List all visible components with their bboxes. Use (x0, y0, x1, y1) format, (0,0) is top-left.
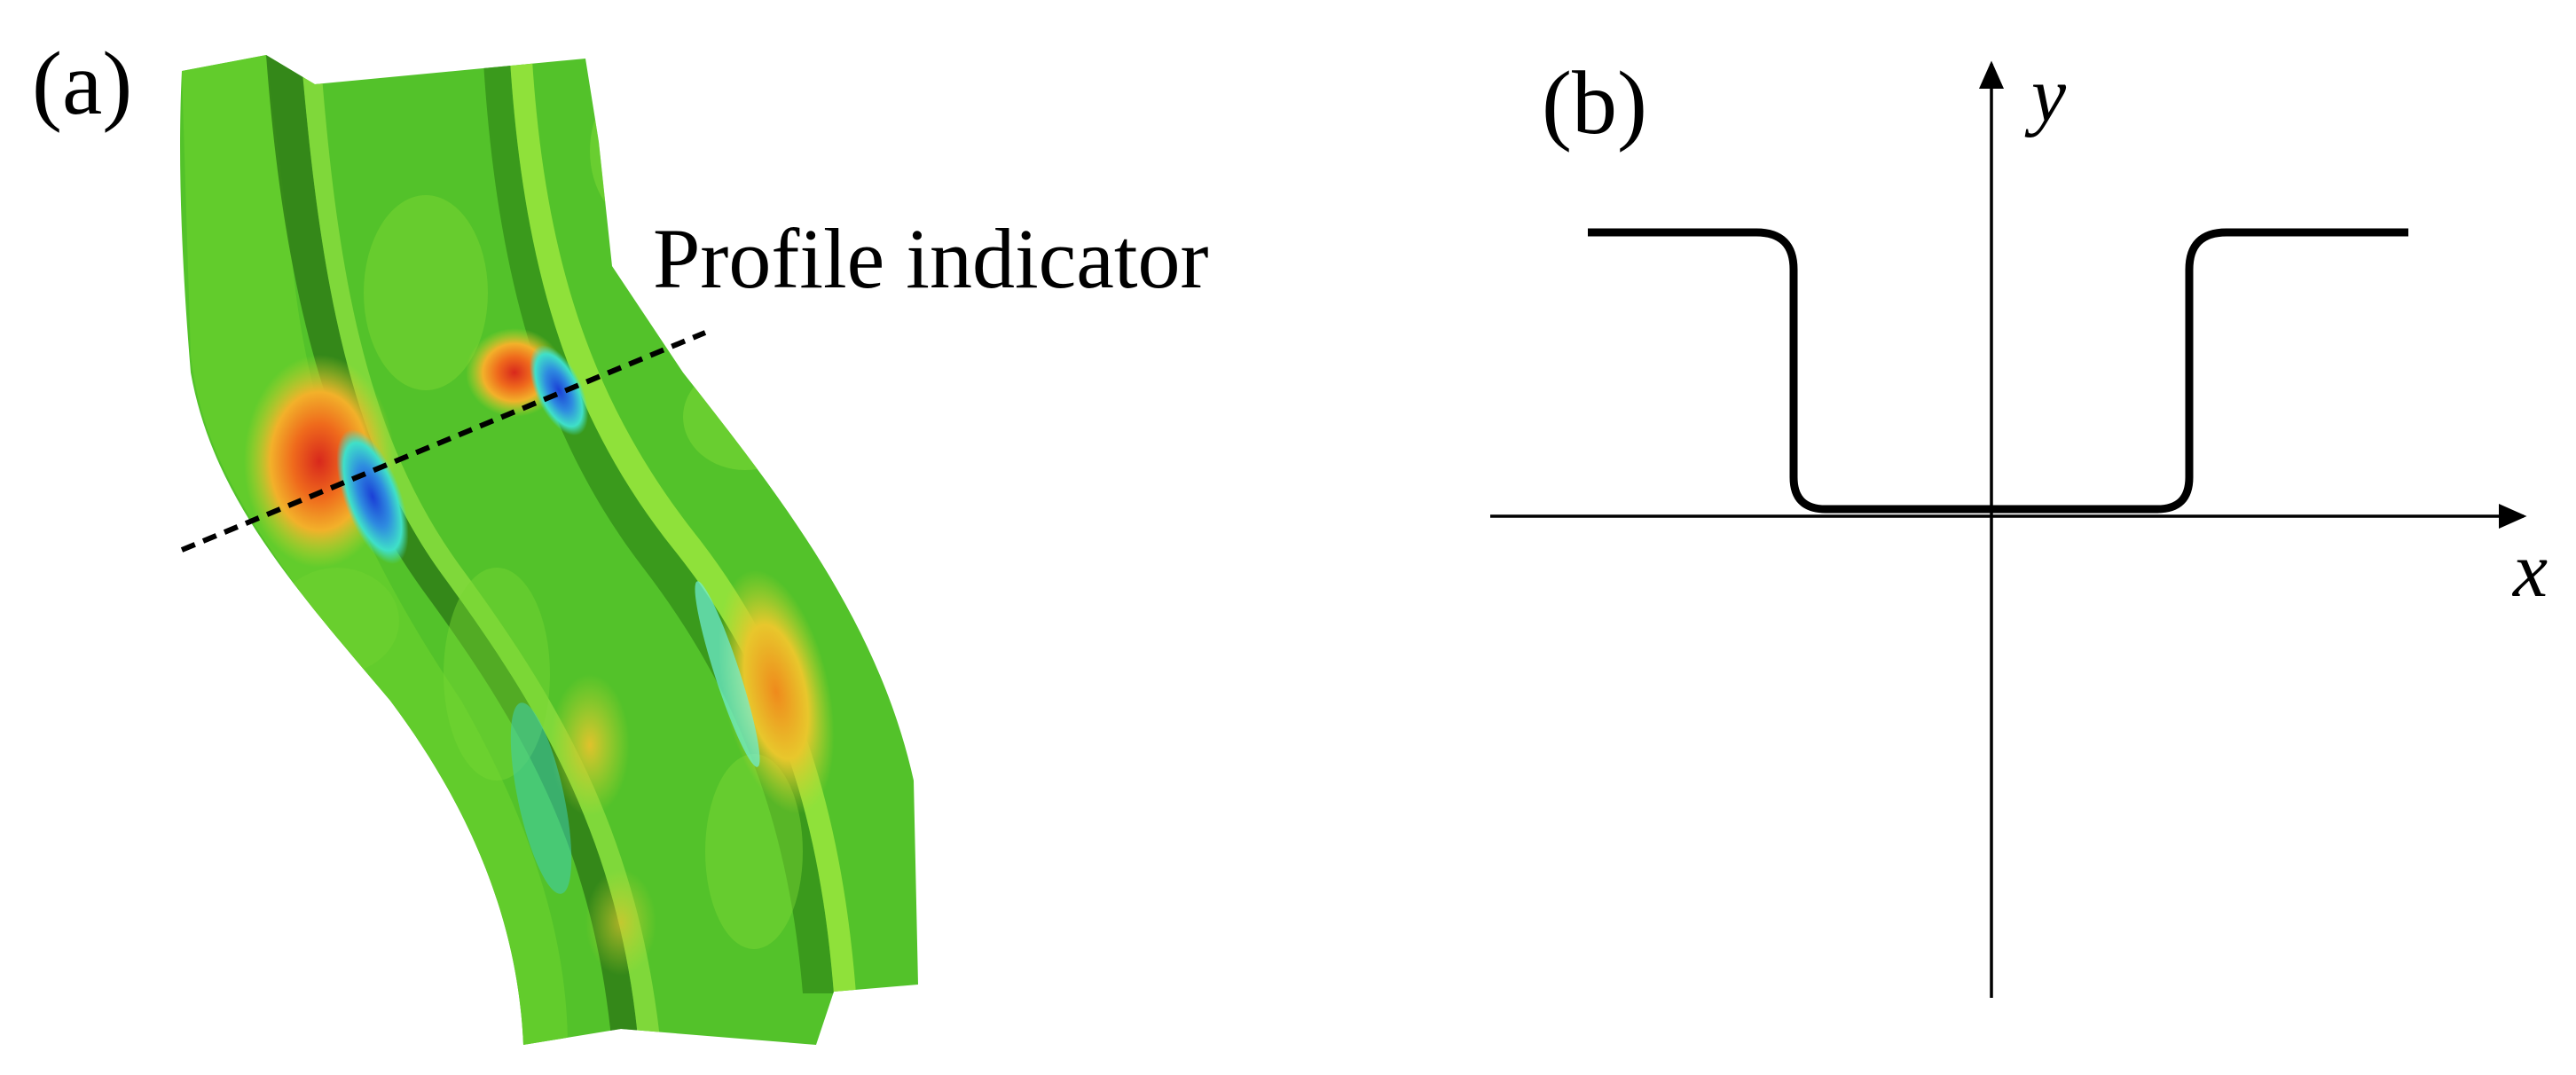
panel-b-label: (b) (1542, 53, 1647, 153)
x-axis-label: x (2513, 528, 2549, 614)
profile-indicator-label: Profile indicator (653, 211, 1209, 306)
panel-a-label: (a) (32, 34, 133, 134)
profile-indicator-line (180, 330, 707, 553)
hat-channel-profile-curve (1588, 228, 2408, 514)
y-axis-label: y (2031, 52, 2067, 138)
